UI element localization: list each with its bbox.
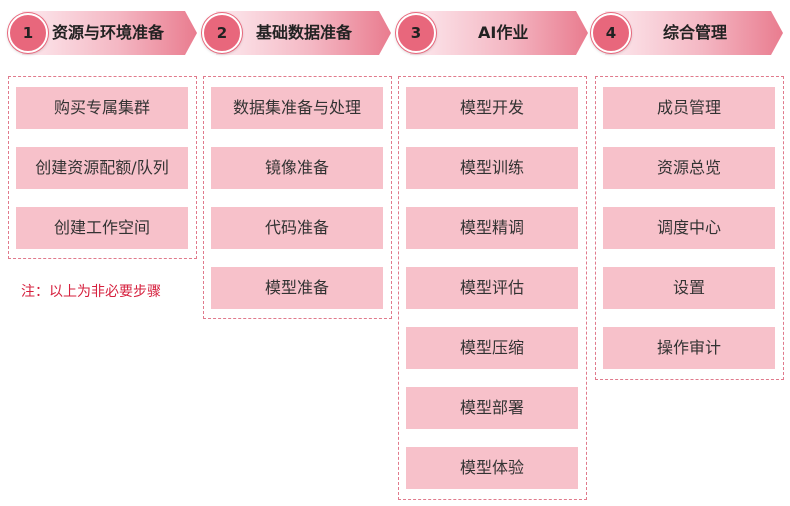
item-settings[interactable]: 设置: [603, 267, 775, 309]
item-model-eval[interactable]: 模型评估: [406, 267, 578, 309]
item-model-experience[interactable]: 模型体验: [406, 447, 578, 489]
item-model-dev[interactable]: 模型开发: [406, 87, 578, 129]
item-create-quota-queue[interactable]: 创建资源配额/队列: [16, 147, 188, 189]
group-ai-work: 模型开发 模型训练 模型精调 模型评估 模型压缩 模型部署 模型体验: [398, 76, 587, 500]
step-2-label: 基础数据准备: [256, 23, 353, 42]
item-dataset-prep[interactable]: 数据集准备与处理: [211, 87, 383, 129]
item-model-train[interactable]: 模型训练: [406, 147, 578, 189]
item-model-compress[interactable]: 模型压缩: [406, 327, 578, 369]
step-4-arrow: [605, 11, 783, 55]
optional-steps-note: 注：以上为非必要步骤: [21, 284, 161, 300]
step-4-label: 综合管理: [663, 23, 728, 42]
step-1-label: 资源与环境准备: [52, 23, 165, 42]
group-resource-env: 购买专属集群 创建资源配额/队列 创建工作空间: [8, 76, 197, 259]
step-2-number: 2: [202, 13, 242, 53]
step-3-number: 3: [396, 13, 436, 53]
step-2-arrow: [216, 11, 391, 55]
item-resource-overview[interactable]: 资源总览: [603, 147, 775, 189]
item-member-mgmt[interactable]: 成员管理: [603, 87, 775, 129]
group-management: 成员管理 资源总览 调度中心 设置 操作审计: [595, 76, 784, 380]
group-base-data: 数据集准备与处理 镜像准备 代码准备 模型准备: [203, 76, 392, 319]
step-3-label: AI作业: [478, 23, 529, 42]
item-image-prep[interactable]: 镜像准备: [211, 147, 383, 189]
item-model-finetune[interactable]: 模型精调: [406, 207, 578, 249]
step-4-number: 4: [591, 13, 631, 53]
step-1-number: 1: [8, 13, 48, 53]
item-operation-audit[interactable]: 操作审计: [603, 327, 775, 369]
item-model-deploy[interactable]: 模型部署: [406, 387, 578, 429]
item-buy-cluster[interactable]: 购买专属集群: [16, 87, 188, 129]
item-model-prep[interactable]: 模型准备: [211, 267, 383, 309]
item-create-workspace[interactable]: 创建工作空间: [16, 207, 188, 249]
item-scheduling-center[interactable]: 调度中心: [603, 207, 775, 249]
step-1-arrow: [22, 11, 197, 55]
step-3-arrow: [410, 11, 588, 55]
item-code-prep[interactable]: 代码准备: [211, 207, 383, 249]
